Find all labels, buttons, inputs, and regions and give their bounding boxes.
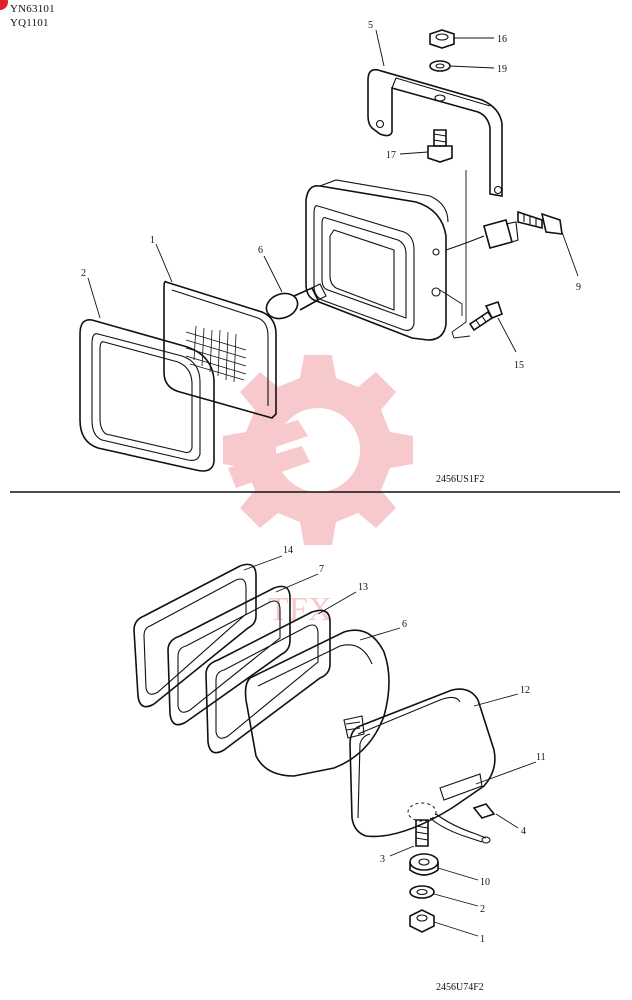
- callout-17: 17: [386, 150, 396, 161]
- header-code-2: YQ1101: [10, 17, 49, 29]
- part-5-bracket: [367, 68, 503, 197]
- part-6-bulb: [265, 283, 327, 320]
- part-12-housing: [349, 688, 496, 838]
- callout-12-lower: 12: [520, 685, 530, 696]
- callout-3-lower: 3: [380, 854, 385, 865]
- header-code-1: YN63101: [10, 3, 55, 15]
- callout-19: 19: [497, 64, 507, 75]
- callout-11-lower: 11: [536, 752, 546, 763]
- part-14-gasket: [133, 563, 257, 708]
- part-10-spacer: [409, 853, 439, 876]
- lower-assembly: 1 2 3 4 6 7 10 11 12 13 14 2456U74F2: [133, 545, 546, 993]
- upper-callouts: 1 2 5 6 9 15 16 17 19: [81, 20, 581, 371]
- callout-13-lower: 13: [358, 582, 368, 593]
- watermark-text: TFX: [268, 591, 332, 628]
- wire-connector: [439, 170, 519, 339]
- part-4-connector: [429, 803, 496, 844]
- part-7-frame: [167, 585, 291, 726]
- callout-9: 9: [576, 282, 581, 293]
- callout-2: 2: [81, 268, 86, 279]
- callout-7-lower: 7: [319, 564, 324, 575]
- callout-16: 16: [497, 34, 507, 45]
- part-17-bolt: [427, 129, 453, 163]
- part-13-gasket: [205, 609, 331, 754]
- part-2-bezel: [79, 318, 215, 472]
- upper-housing: [305, 179, 449, 341]
- part-19-washer: [429, 60, 451, 72]
- callout-2-lower: 2: [480, 904, 485, 915]
- callout-1: 1: [150, 235, 155, 246]
- callout-10-lower: 10: [480, 877, 490, 888]
- upper-assembly: 1 2 5 6 9 15 16 17 19 2456US1F2: [79, 20, 581, 485]
- upper-figure-code: 2456US1F2: [436, 474, 484, 485]
- callout-4-lower: 4: [521, 826, 526, 837]
- lens-grid: [185, 325, 247, 383]
- part-16-nut: [429, 29, 455, 49]
- callout-15: 15: [514, 360, 524, 371]
- callout-6: 6: [258, 245, 263, 256]
- corner-marker: [0, 0, 8, 10]
- lower-leaders: [243, 555, 537, 937]
- lower-figure-code: 2456U74F2: [436, 982, 484, 993]
- part-1-nut: [409, 909, 435, 933]
- part-3-bolt: [407, 802, 437, 847]
- part-1-lens: [163, 280, 277, 419]
- part-6-lamp-body: [244, 629, 390, 777]
- callout-14-lower: 14: [283, 545, 293, 556]
- callout-6-lower: 6: [402, 619, 407, 630]
- watermark-gear: [223, 355, 413, 545]
- callout-5: 5: [368, 20, 373, 31]
- watermark-logo: TFX: [223, 355, 413, 628]
- part-15-screw: [468, 300, 503, 332]
- lower-callouts: 1 2 3 4 6 7 10 11 12 13 14: [283, 545, 546, 945]
- part-9-screw: [517, 210, 563, 235]
- upper-leaders: [87, 29, 579, 353]
- part-2-washer: [409, 885, 435, 899]
- callout-1-lower: 1: [480, 934, 485, 945]
